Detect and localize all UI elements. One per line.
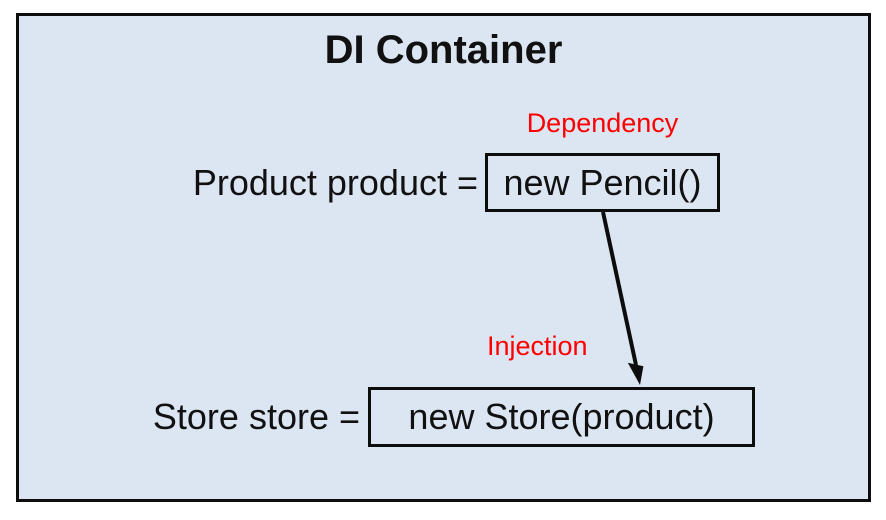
injection-label: Injection [487,331,588,361]
new-pencil-box: new Pencil() [485,153,720,212]
injection-arrow-line [601,211,638,366]
product-statement-prefix: Product product = [192,161,478,203]
di-container-frame: DI Container Dependency Product product … [16,13,871,502]
dependency-label: Dependency [526,108,679,138]
new-store-box: new Store(product) [368,387,755,447]
store-statement-prefix: Store store = [152,396,360,437]
new-store-box-text: new Store(product) [408,396,715,437]
new-pencil-box-text: new Pencil() [503,161,702,203]
injection-arrowhead-icon [627,362,644,385]
diagram-title: DI Container [324,28,563,72]
